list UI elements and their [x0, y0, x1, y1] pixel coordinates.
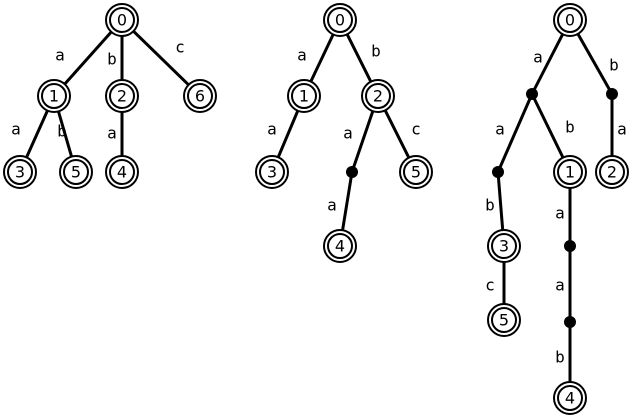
edge-R0-Rd2 [576, 32, 614, 96]
edge-label-M0-M1: a [297, 46, 307, 65]
state-node-M0: 0 [323, 3, 357, 37]
edge-label-Rd4-Rd5: a [555, 276, 565, 295]
branch-dot-Rd3 [492, 166, 504, 178]
state-label-L1: 1 [49, 87, 59, 106]
edge-label-M0-M2: b [371, 42, 381, 61]
state-label-L0: 0 [117, 11, 127, 30]
edge-M1-M3 [276, 109, 300, 159]
branch-dot-Rd2 [606, 88, 618, 100]
state-label-M3: 3 [267, 163, 277, 182]
edge-Rd1-Rd3 [496, 92, 534, 174]
state-node-L4: 4 [105, 155, 139, 189]
state-node-L6: 6 [183, 79, 217, 113]
state-label-M4: 4 [335, 237, 345, 256]
edge-Md-M4 [341, 170, 354, 232]
state-label-M0: 0 [335, 11, 345, 30]
edge-Rd3-R3 [496, 170, 505, 232]
state-label-R2: 2 [607, 163, 617, 182]
edge-M0-M1 [309, 32, 335, 84]
branch-dot-Rd5 [564, 316, 576, 328]
edge-M0-M2 [345, 32, 373, 84]
edge-label-Rd1-R1: b [565, 118, 575, 137]
edge-label-M2-M5: c [411, 120, 421, 139]
state-label-M2: 2 [373, 87, 383, 106]
state-node-R0: 0 [553, 3, 587, 37]
edge-label-R0-Rd1: a [533, 48, 543, 67]
edge-R0-Rd1 [530, 32, 565, 96]
edge-label-Rd3-R3: b [485, 196, 495, 215]
edge-label-Rd1-Rd3: a [495, 120, 505, 139]
edge-L0-L1 [63, 30, 113, 86]
edge-M2-Md [350, 109, 375, 174]
state-label-R0: 0 [565, 11, 575, 30]
state-node-L2: 2 [105, 79, 139, 113]
state-label-L2: 2 [117, 87, 127, 106]
edge-labels-layer: a b c a b a a b a a c a a b a b a b c a a b [11, 38, 627, 367]
state-label-L4: 4 [117, 163, 127, 182]
edge-L0-L6 [131, 29, 191, 87]
edge-label-Rd5-R4: b [555, 348, 565, 367]
edge-Rd1-R1 [530, 92, 565, 160]
state-label-L5: 5 [71, 163, 81, 182]
edge-label-L1-L3: a [11, 120, 21, 139]
edge-label-L2-L4: a [107, 124, 117, 143]
edge-label-R3-R5: c [485, 276, 495, 295]
state-node-R1: 1 [553, 155, 587, 189]
state-label-R1: 1 [565, 163, 575, 182]
state-node-R5: 5 [487, 303, 521, 337]
edge-label-L1-L5: b [57, 122, 67, 141]
state-node-M2: 2 [361, 79, 395, 113]
state-label-R3: 3 [499, 237, 509, 256]
edge-M2-M5 [383, 108, 411, 160]
branch-dot-Rd1 [526, 88, 538, 100]
state-label-M1: 1 [299, 87, 309, 106]
state-node-M3: 3 [255, 155, 289, 189]
edge-label-M1-M3: a [267, 120, 277, 139]
state-label-R5: 5 [499, 311, 509, 330]
branch-dot-Md [346, 166, 358, 178]
edge-label-L0-L6: c [175, 38, 185, 57]
state-label-M5: 5 [411, 163, 421, 182]
edge-label-L0-L1: a [55, 46, 65, 65]
state-node-M4: 4 [323, 229, 357, 263]
edge-label-L0-L2: b [107, 50, 117, 69]
state-node-L0: 0 [105, 3, 139, 37]
edge-label-R0-Rd2: b [609, 56, 619, 75]
edge-L1-L5 [56, 109, 74, 159]
state-node-R2: 2 [595, 155, 629, 189]
state-node-L1: 1 [37, 79, 71, 113]
edge-label-R1-Rd4: a [555, 204, 565, 223]
nodes-layer: 0 1 2 6 3 5 4 0 1 2 3 5 4 0 1 2 3 5 4 [3, 3, 629, 415]
state-label-R4: 4 [565, 389, 575, 408]
state-label-L6: 6 [195, 87, 205, 106]
branch-dot-Rd4 [564, 240, 576, 252]
edge-L1-L3 [25, 109, 49, 159]
state-node-M1: 1 [287, 79, 321, 113]
state-node-R4: 4 [553, 381, 587, 415]
state-node-L5: 5 [59, 155, 93, 189]
state-label-L3: 3 [15, 163, 25, 182]
state-node-M5: 5 [399, 155, 433, 189]
edge-label-Rd2-R2: a [617, 120, 627, 139]
state-node-R3: 3 [487, 229, 521, 263]
edge-label-Md-M4: a [327, 196, 337, 215]
state-node-L3: 3 [3, 155, 37, 189]
edges-layer [25, 29, 614, 384]
edge-label-M2-Md: a [343, 124, 353, 143]
